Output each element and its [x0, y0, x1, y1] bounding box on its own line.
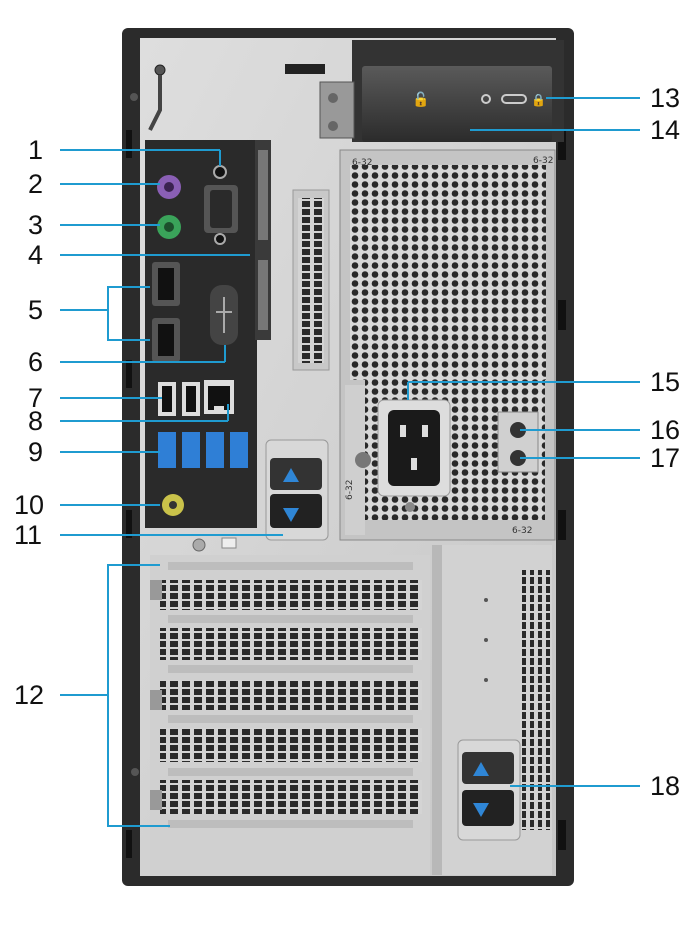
screw-label-side: 6-32: [345, 480, 355, 500]
callout-9: 9: [28, 437, 44, 467]
serial-port[interactable]: [204, 165, 238, 245]
power-supply-diagnostic-button[interactable]: [510, 422, 526, 438]
io-panel: [145, 140, 271, 528]
lock-icon: 🔒: [531, 93, 546, 107]
callout-14: 14: [650, 115, 681, 145]
callout-17: 17: [650, 443, 681, 473]
callout-6: 6: [28, 347, 44, 377]
screw-label-bottom: 6-32: [512, 526, 532, 536]
callout-5: 5: [28, 295, 44, 325]
pci-latch-lower[interactable]: [457, 739, 521, 841]
expansion-card-slots: [150, 555, 430, 875]
top-vent-slot: [285, 64, 325, 74]
callout-1: 1: [28, 135, 44, 165]
callout-4: 4: [28, 240, 44, 270]
padlock-ring-and-cover-latch: 🔓 🔒: [319, 40, 564, 142]
callout-3: 3: [28, 210, 44, 240]
callout-13: 13: [650, 83, 681, 113]
callout-16: 16: [650, 415, 681, 445]
callout-15: 15: [650, 367, 681, 397]
usb3-ports[interactable]: [158, 432, 248, 468]
callout-7: 7: [28, 383, 44, 413]
callout-18: 18: [650, 771, 681, 801]
screw-label-top: 6-32: [352, 158, 372, 168]
callout-12: 12: [14, 680, 45, 710]
usb2-ports[interactable]: [158, 382, 200, 416]
callout-2: 2: [28, 169, 44, 199]
callout-8: 8: [28, 406, 44, 436]
displayport-connectors[interactable]: [152, 262, 180, 362]
network-port[interactable]: [204, 380, 234, 414]
unlock-icon: 🔓: [412, 91, 429, 108]
expansion-slot-bracket-upper: [292, 189, 330, 371]
power-supply: 6-32 6-32 6-32 6-32: [339, 149, 556, 541]
callout-10: 10: [14, 490, 45, 520]
callout-leader-lines: [60, 97, 640, 827]
right-bay: [432, 545, 552, 875]
power-supply-diagnostic-light: [510, 450, 526, 466]
screw-label-top-right: 6-32: [533, 156, 553, 166]
pci-latch-upper[interactable]: [265, 439, 329, 541]
callout-11: 11: [14, 520, 43, 550]
